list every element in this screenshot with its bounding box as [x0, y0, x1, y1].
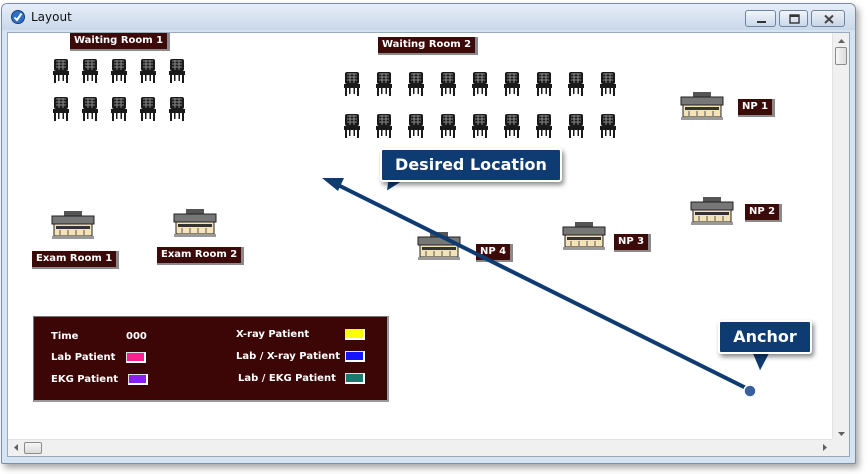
time-label: Time	[51, 331, 79, 342]
horizontal-scroll-thumb[interactable]	[24, 442, 42, 454]
chair-icon[interactable]	[407, 113, 425, 139]
anchor-point-icon[interactable]	[743, 384, 757, 398]
chair-icon[interactable]	[139, 96, 157, 122]
legend-ekg-swatch	[128, 374, 148, 385]
chair-icon[interactable]	[503, 113, 521, 139]
legend-lab-xray-swatch	[345, 351, 365, 362]
legend-lab-label: Lab Patient	[51, 352, 116, 363]
exam-room-1-label[interactable]: Exam Room 1	[32, 251, 120, 269]
chair-icon[interactable]	[599, 71, 617, 97]
exam-table-icon[interactable]	[679, 91, 725, 121]
scrollbar-corner	[832, 439, 849, 456]
close-button[interactable]	[811, 10, 845, 27]
chair-icon[interactable]	[110, 96, 128, 122]
exam-table-icon[interactable]	[416, 231, 462, 261]
anchor-callout: Anchor	[718, 320, 812, 354]
chair-icon[interactable]	[343, 113, 361, 139]
waiting-room-1-label[interactable]: Waiting Room 1	[70, 33, 171, 51]
chair-icon[interactable]	[471, 71, 489, 97]
legend-lab-swatch	[126, 352, 146, 363]
exam-table-icon[interactable]	[172, 208, 218, 238]
scroll-up-icon[interactable]	[834, 33, 849, 48]
vertical-scroll-thumb[interactable]	[835, 47, 847, 65]
legend-ekg-label: EKG Patient	[51, 374, 118, 385]
scroll-right-icon[interactable]	[817, 440, 832, 455]
chair-icon[interactable]	[567, 113, 585, 139]
waiting-room-2-label[interactable]: Waiting Room 2	[378, 37, 479, 55]
chair-icon[interactable]	[439, 113, 457, 139]
minimize-icon	[757, 21, 766, 23]
chair-icon[interactable]	[599, 113, 617, 139]
chair-icon[interactable]	[52, 58, 70, 84]
exam-table-icon[interactable]	[50, 210, 96, 240]
horizontal-scrollbar[interactable]	[8, 439, 832, 456]
scroll-down-icon[interactable]	[834, 426, 849, 441]
exam-table-icon[interactable]	[689, 196, 735, 226]
chair-icon[interactable]	[439, 71, 457, 97]
chair-icon[interactable]	[471, 113, 489, 139]
legend-xray-swatch	[345, 329, 365, 340]
legend-panel: Time 000 Lab Patient EKG Patient X-ray P…	[33, 316, 389, 402]
chair-icon[interactable]	[407, 71, 425, 97]
chair-icon[interactable]	[81, 58, 99, 84]
vertical-scrollbar[interactable]	[832, 33, 849, 441]
legend-xray-label: X-ray Patient	[236, 329, 310, 340]
exam-room-2-label[interactable]: Exam Room 2	[157, 247, 245, 265]
np-3-label[interactable]: NP 3	[614, 234, 652, 252]
chair-icon[interactable]	[168, 96, 186, 122]
chair-icon[interactable]	[535, 71, 553, 97]
chair-icon[interactable]	[110, 58, 128, 84]
legend-lab-xray-label: Lab / X-ray Patient	[236, 351, 341, 362]
app-icon	[11, 10, 25, 24]
close-icon	[824, 14, 834, 24]
desired-location-callout: Desired Location	[380, 148, 562, 182]
chair-icon[interactable]	[52, 96, 70, 122]
chair-icon[interactable]	[375, 71, 393, 97]
scroll-left-icon[interactable]	[8, 440, 23, 455]
move-arrow-line	[335, 182, 749, 391]
legend-lab-ekg-swatch	[345, 373, 365, 384]
chair-icon[interactable]	[168, 58, 186, 84]
chair-icon[interactable]	[81, 96, 99, 122]
time-value: 000	[126, 331, 147, 342]
maximize-button[interactable]	[779, 10, 808, 27]
exam-table-icon[interactable]	[561, 221, 607, 251]
np-2-label[interactable]: NP 2	[745, 204, 783, 222]
arrow-head-icon	[322, 178, 344, 191]
anchor-pointer-icon	[750, 352, 772, 374]
chair-icon[interactable]	[139, 58, 157, 84]
minimize-button[interactable]	[745, 10, 776, 27]
maximize-icon	[789, 14, 800, 24]
chair-icon[interactable]	[567, 71, 585, 97]
chair-icon[interactable]	[343, 71, 361, 97]
legend-lab-ekg-label: Lab / EKG Patient	[238, 373, 336, 384]
chair-icon[interactable]	[375, 113, 393, 139]
np-1-label[interactable]: NP 1	[738, 99, 776, 117]
chair-icon[interactable]	[503, 71, 521, 97]
title-bar[interactable]: Layout	[2, 4, 855, 30]
chair-icon[interactable]	[535, 113, 553, 139]
window-title: Layout	[31, 10, 72, 24]
